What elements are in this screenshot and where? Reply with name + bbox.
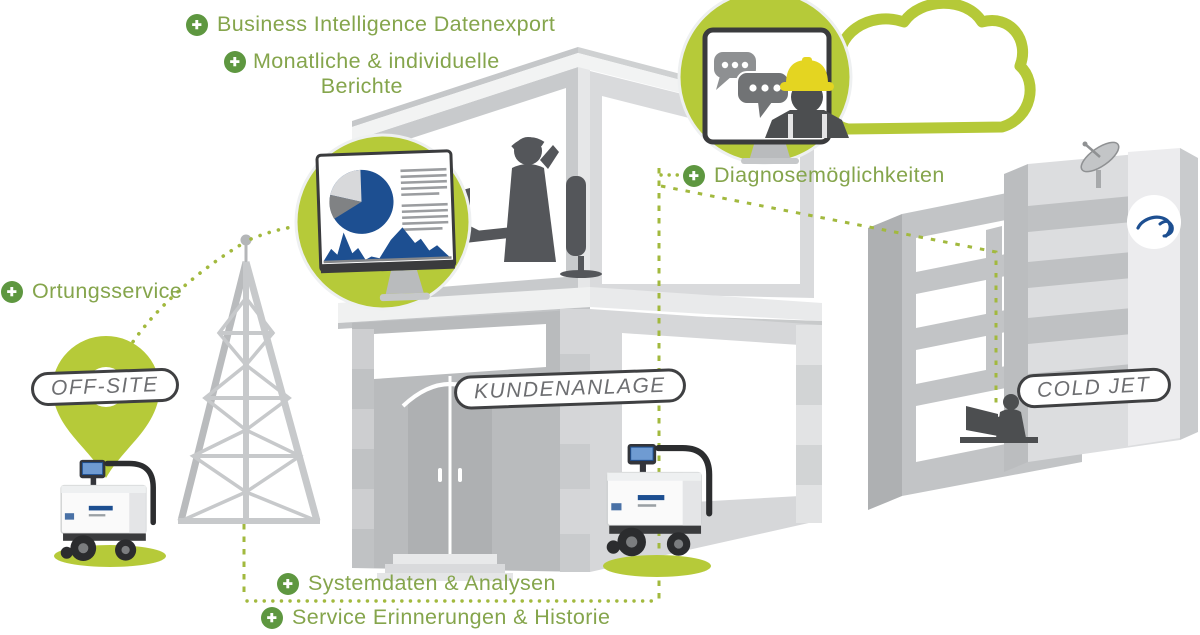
- feature-business-intelligence: ✚ Business Intelligence Datenexport: [186, 12, 555, 37]
- area-chart-icon: [323, 227, 450, 262]
- feature-monthly-reports: ✚ Monatliche & individuelle Berichte: [224, 49, 500, 99]
- callout-support: [677, 0, 853, 165]
- radio-tower: [177, 234, 321, 524]
- report-text-lines: [400, 167, 449, 232]
- feature-label: Business Intelligence Datenexport: [217, 12, 556, 36]
- entrance-door: [377, 376, 513, 581]
- feature-label-line2: Berichte: [320, 74, 403, 98]
- service-technician-icon: [765, 57, 849, 138]
- satellite-dish-icon: [1080, 141, 1120, 188]
- cloud-icon: [817, 0, 1036, 135]
- pie-chart-icon: [329, 169, 394, 234]
- feature-label: Diagnosemöglichkeiten: [714, 163, 945, 187]
- offsite-machine: [54, 460, 166, 567]
- plus-icon: ✚: [186, 13, 208, 36]
- plus-icon: ✚: [224, 50, 246, 73]
- plus-icon: ✚: [1, 280, 23, 303]
- plus-icon: ✚: [277, 572, 299, 595]
- off-site-badge: OFF-SITE: [30, 367, 180, 407]
- callout-dashboard: [294, 133, 472, 311]
- corner-stones: [352, 309, 822, 572]
- person-at-desk-silhouette: [960, 394, 1038, 443]
- feature-label: Systemdaten & Analysen: [308, 571, 556, 595]
- cold-jet-logo: [1127, 195, 1181, 249]
- feature-diagnose: ✚ Diagnosemöglichkeiten: [683, 163, 945, 188]
- plus-icon: ✚: [261, 606, 283, 629]
- feature-label: Monatliche & individuelle: [253, 49, 500, 73]
- feature-systemdaten: ✚ Systemdaten & Analysen: [277, 571, 556, 596]
- cold-jet-building: [868, 141, 1198, 510]
- feature-label: Service Erinnerungen & Historie: [292, 605, 611, 629]
- hard-hat-icon: [780, 57, 834, 91]
- plus-icon: ✚: [683, 164, 705, 187]
- onsite-machine: [603, 444, 711, 577]
- feature-service-erinnerungen: ✚ Service Erinnerungen & Historie: [261, 605, 610, 630]
- location-pin-icon: [52, 336, 160, 478]
- chat-bubbles-icon: [714, 52, 790, 118]
- feature-label: Ortungsservice: [32, 279, 183, 303]
- monitor-dashboard-icon: [315, 149, 457, 302]
- feature-ortungsservice: ✚ Ortungsservice: [1, 279, 182, 304]
